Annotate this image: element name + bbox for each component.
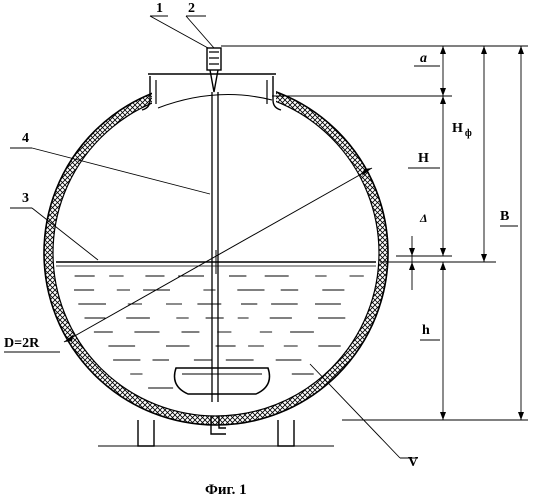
dim-delta-label: Δ <box>419 211 428 225</box>
dim-h-label: h <box>422 323 430 338</box>
figure-caption: Фиг. 1 <box>205 482 247 498</box>
callout-3-label: 3 <box>22 191 29 206</box>
callout-2-label: 2 <box>188 1 195 16</box>
tank-neck <box>141 73 282 111</box>
callout-4-label: 4 <box>22 131 29 146</box>
tank-supports <box>98 416 334 447</box>
dim-hf-main: H <box>452 121 463 136</box>
diameter-label: D=2R <box>4 336 40 351</box>
dim-hf-sub: ф <box>465 128 472 139</box>
dimension-lines <box>221 45 528 421</box>
dim-H-label: H <box>418 151 429 166</box>
volume-label: V <box>408 455 418 470</box>
stirrer-shaft <box>211 92 219 402</box>
dim-B-label: B <box>500 209 509 224</box>
diameter-construction <box>63 167 373 343</box>
dim-a-label: a <box>420 51 427 66</box>
callout-leaders <box>4 15 518 459</box>
callout-1-label: 1 <box>156 1 163 16</box>
impeller <box>173 367 271 395</box>
